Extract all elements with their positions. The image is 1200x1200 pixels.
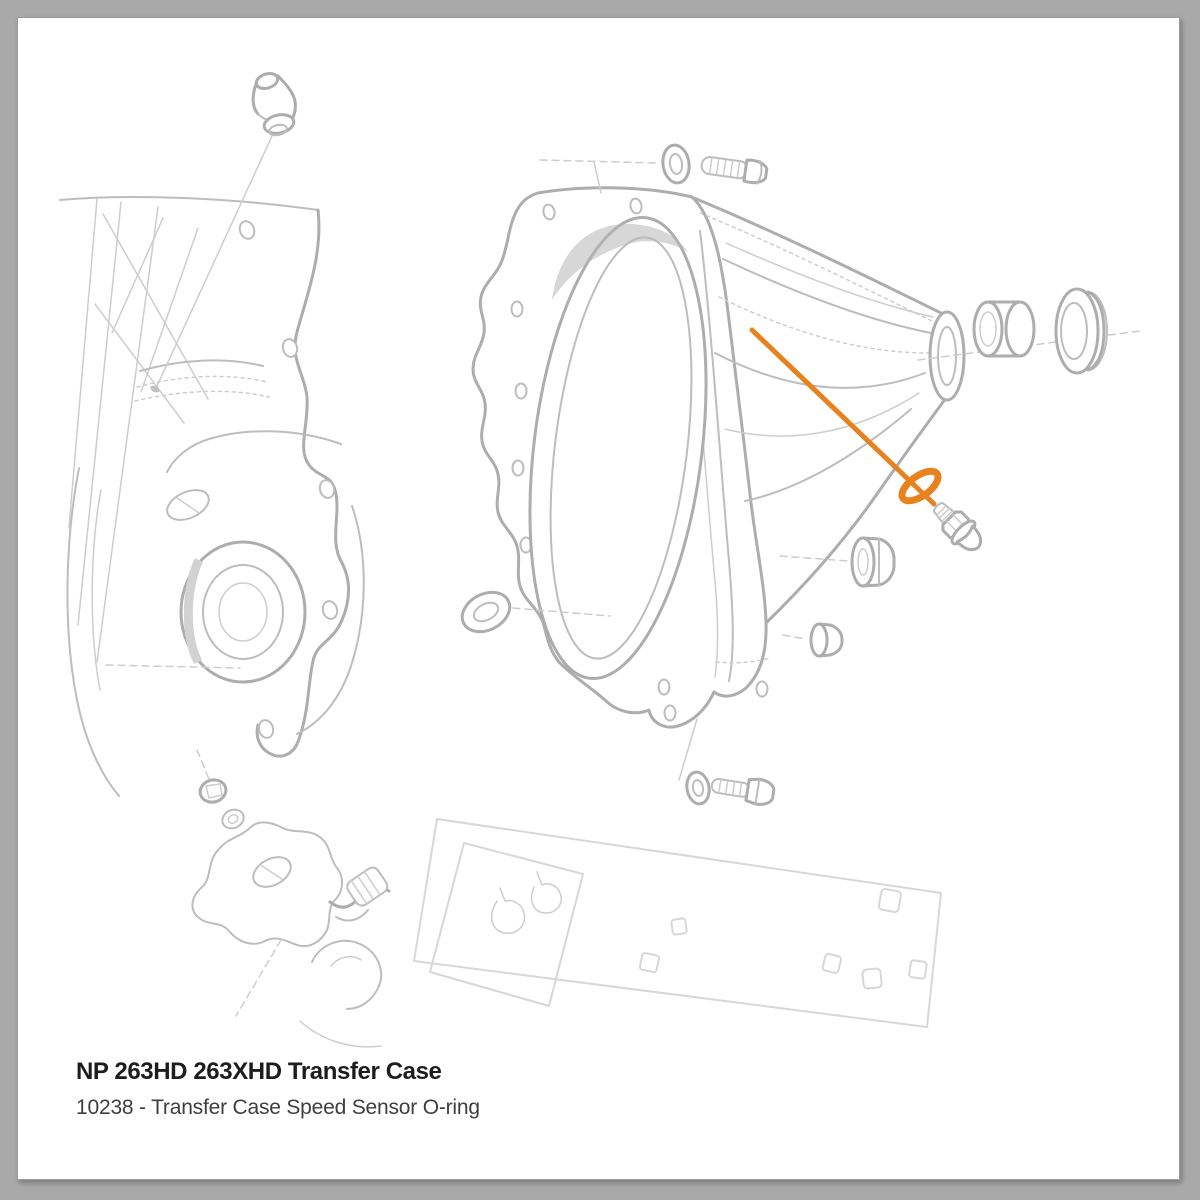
diagram-card: NP 263HD 263XHD Transfer Case 10238 - Tr… bbox=[17, 17, 1180, 1180]
mount-plate-drawing bbox=[413, 818, 942, 1028]
output-shaft-parts-drawing bbox=[917, 287, 1141, 375]
fasteners-and-plugs-drawing bbox=[460, 143, 983, 658]
drain-plug-drawing bbox=[850, 536, 896, 588]
part-subtitle: 10238 - Transfer Case Speed Sensor O-rin… bbox=[76, 1096, 480, 1120]
cover-o-ring-drawing bbox=[460, 590, 512, 634]
lower-parts-drawing bbox=[413, 718, 942, 1028]
vent-fitting-drawing bbox=[150, 72, 297, 393]
fill-plug-drawing bbox=[809, 622, 844, 658]
diagram-caption: NP 263HD 263XHD Transfer Case 10238 - Tr… bbox=[76, 1058, 480, 1120]
front-case-half-drawing bbox=[59, 195, 365, 797]
oil-pump-parts-drawing bbox=[191, 749, 391, 1048]
cover-bolt-drawing bbox=[700, 156, 769, 185]
lower-bolt-drawing bbox=[710, 777, 776, 806]
lower-washer-drawing bbox=[685, 770, 711, 806]
rear-case-cover-drawing bbox=[471, 186, 769, 729]
highlighted-speed-sensor-o-ring[interactable] bbox=[749, 327, 943, 507]
diagram-title: NP 263HD 263XHD Transfer Case bbox=[76, 1058, 442, 1085]
cover-washer-drawing bbox=[661, 143, 691, 185]
speed-sensor-drawing bbox=[932, 501, 983, 552]
highlight-leader-line bbox=[749, 327, 937, 507]
highlight-o-ring[interactable] bbox=[897, 466, 943, 507]
